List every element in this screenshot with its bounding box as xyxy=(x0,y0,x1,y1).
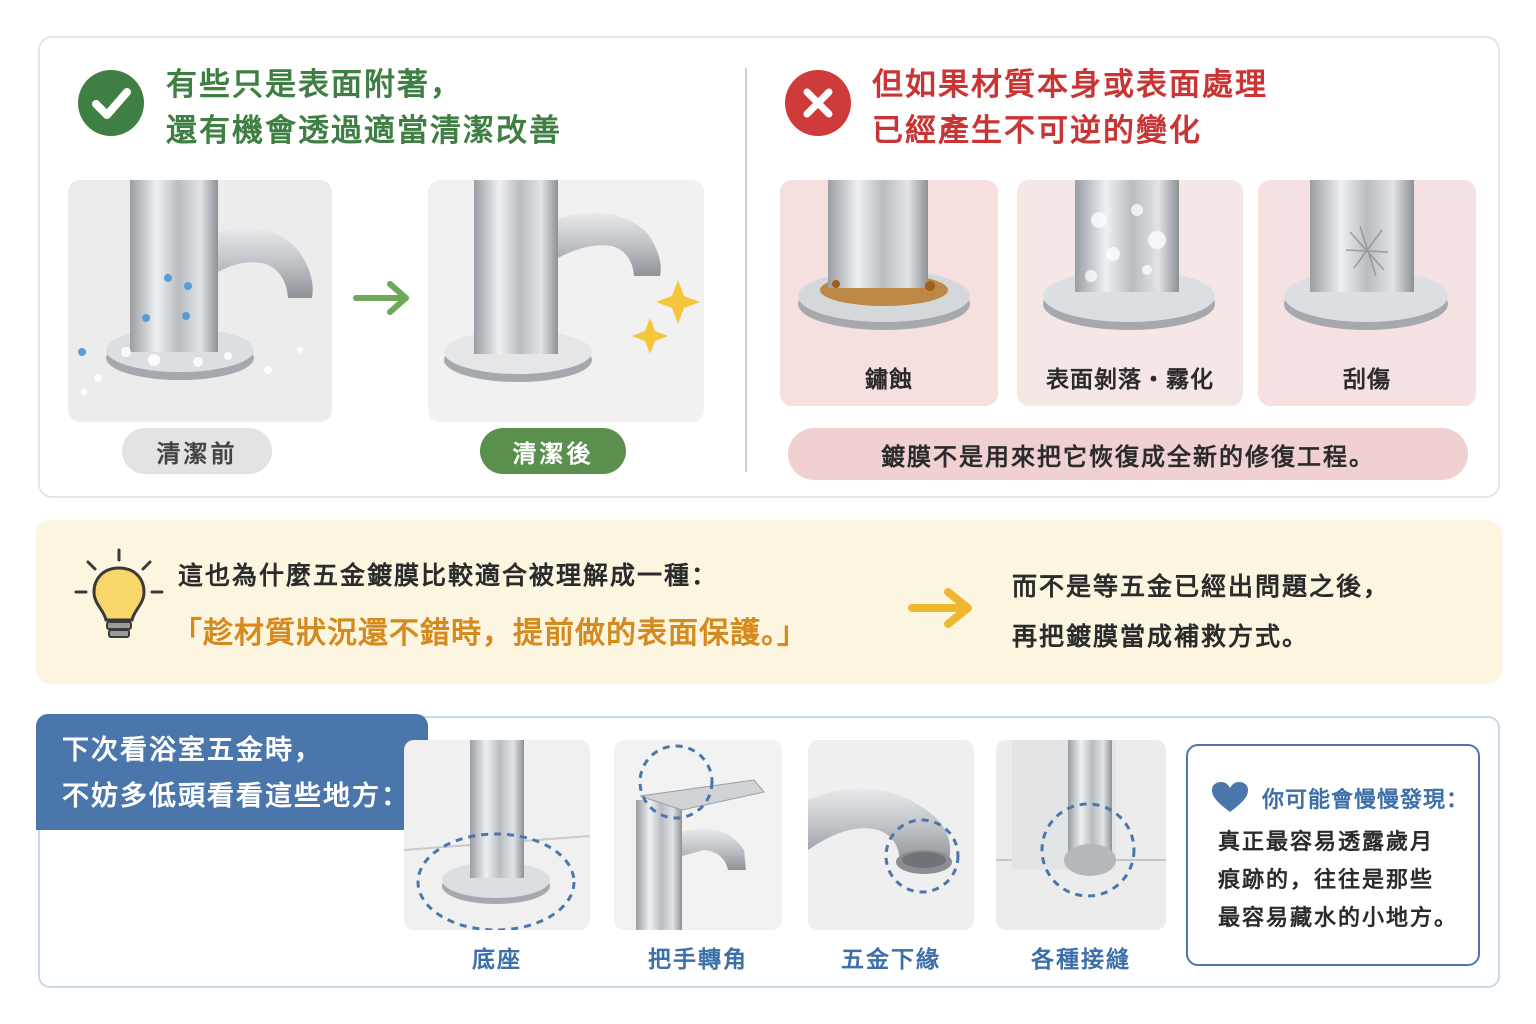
insight-contrast: 而不是等五金已經出問題之後， 再把鍍膜當成補救方式。 xyxy=(1012,562,1390,662)
good-heading-line2: 還有機會透過適當清潔改善 xyxy=(166,113,562,149)
bad-heading: 但如果材質本身或表面處理 已經產生不可逆的變化 xyxy=(872,62,1268,154)
check-circle-icon xyxy=(78,70,144,136)
lightbulb-icon xyxy=(74,546,164,650)
warning-banner: 鍍膜不是用來把它恢復成全新的修復工程。 xyxy=(788,428,1468,480)
x-circle-icon xyxy=(785,70,851,136)
rust-example-card: 鏽蝕 xyxy=(780,180,998,406)
note-title: 你可能會慢慢發現： xyxy=(1262,788,1470,813)
faucet-after-cleaning-image xyxy=(428,180,704,422)
joint-seam-spot-image xyxy=(996,740,1166,930)
good-heading-line1: 有些只是表面附著， xyxy=(166,67,463,103)
bad-heading-line2: 已經產生不可逆的變化 xyxy=(872,113,1202,149)
faucet-before-cleaning-image xyxy=(68,180,332,422)
arrow-right-icon xyxy=(908,586,980,634)
note-body: 真正最容易透露歲月 痕跡的，往往是那些 最容易藏水的小地方。 xyxy=(1218,824,1458,938)
base-spot-image xyxy=(404,740,590,930)
good-heading: 有些只是表面附著， 還有機會透過適當清潔改善 xyxy=(166,62,562,154)
scratch-label: 刮傷 xyxy=(1343,367,1391,393)
insight-contrast-line1: 而不是等五金已經出問題之後， xyxy=(1012,572,1391,601)
rust-label: 鏽蝕 xyxy=(865,367,913,393)
scratch-example-card: 刮傷 xyxy=(1258,180,1476,406)
comparison-panel: 有些只是表面附著， 還有機會透過適當清潔改善 xyxy=(38,36,1500,498)
insight-highlight: 「趁材質狀況還不錯時，提前做的表面保護。」 xyxy=(172,616,808,651)
note-line3: 最容易藏水的小地方。 xyxy=(1218,906,1459,931)
lower-edge-spot-image xyxy=(808,740,974,930)
note-line2: 痕跡的，往往是那些 xyxy=(1218,868,1435,893)
heart-icon xyxy=(1210,780,1250,818)
after-label: 清潔後 xyxy=(480,428,626,474)
arrow-right-icon xyxy=(352,280,416,320)
check-spots-title: 下次看浴室五金時， 不妨多低頭看看這些地方： xyxy=(36,714,428,830)
insight-band: 這也為什麼五金鍍膜比較適合被理解成一種： 「趁材質狀況還不錯時，提前做的表面保護… xyxy=(36,520,1502,684)
handle-corner-spot-image xyxy=(614,740,782,930)
peeling-label: 表面剝落・霧化 xyxy=(1046,367,1214,393)
insight-line1: 這也為什麼五金鍍膜比較適合被理解成一種： xyxy=(178,561,719,590)
spot-label-base: 底座 xyxy=(472,947,522,973)
spot-label-lower-edge: 五金下緣 xyxy=(841,947,941,973)
bad-heading-line1: 但如果材質本身或表面處理 xyxy=(872,67,1268,103)
spot-label-joints: 各種接縫 xyxy=(1031,947,1131,973)
check-spots-title-line2: 不妨多低頭看看這些地方： xyxy=(62,781,410,812)
panel-divider xyxy=(745,68,747,472)
note-line1: 真正最容易透露歲月 xyxy=(1218,830,1435,855)
peeling-example-card: 表面剝落・霧化 xyxy=(1017,180,1243,406)
before-label: 清潔前 xyxy=(122,428,272,474)
discovery-note: 你可能會慢慢發現： 真正最容易透露歲月 痕跡的，往往是那些 最容易藏水的小地方。 xyxy=(1186,744,1480,966)
check-spots-title-line1: 下次看浴室五金時， xyxy=(62,735,323,766)
spot-label-handle: 把手轉角 xyxy=(648,947,748,973)
insight-contrast-line2: 再把鍍膜當成補救方式。 xyxy=(1012,622,1310,651)
